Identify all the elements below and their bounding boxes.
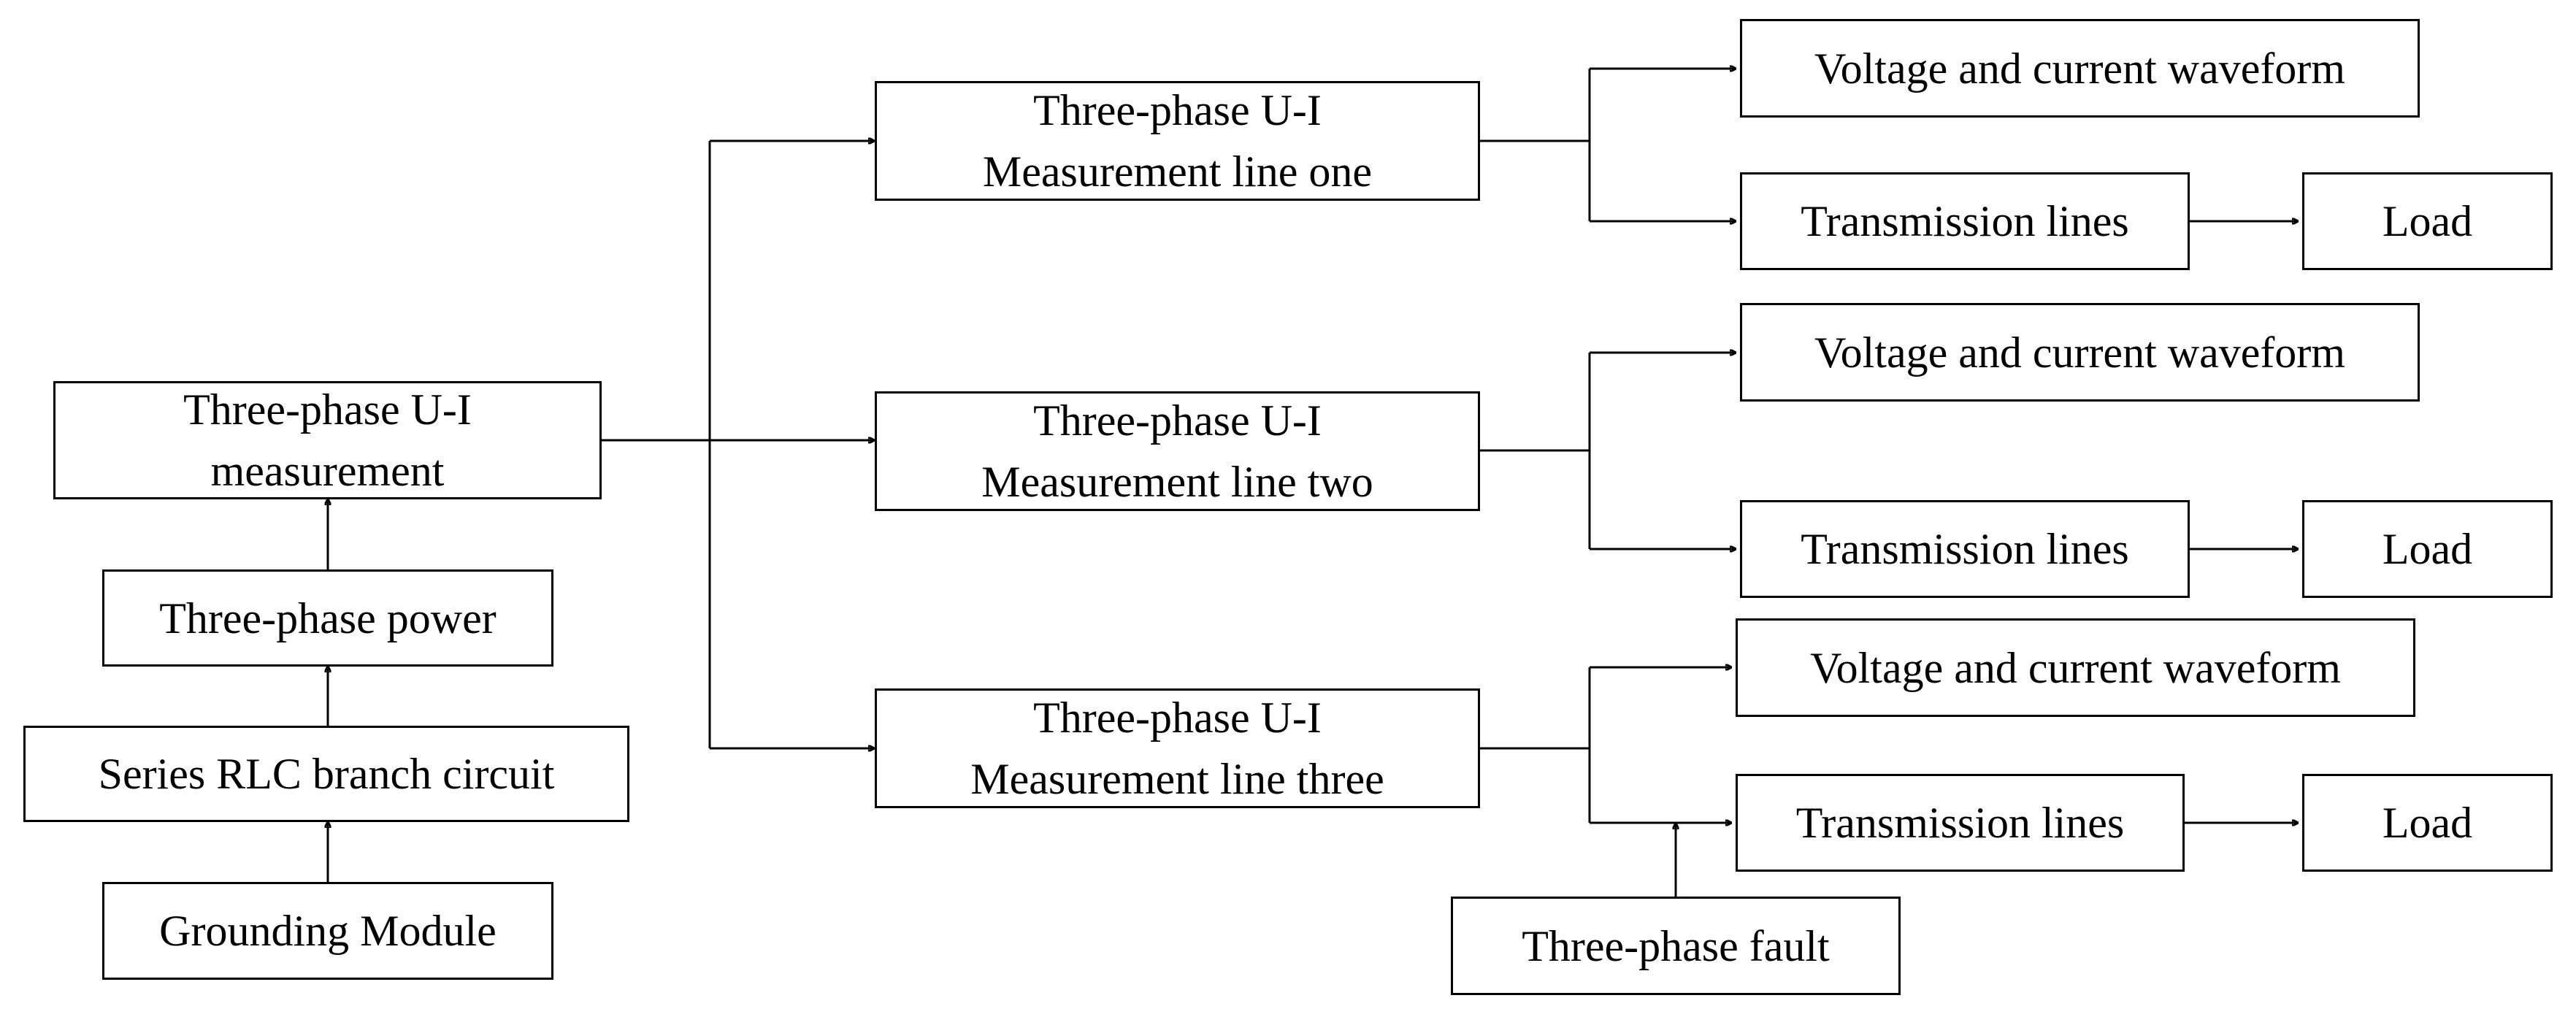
load-box-1: Load <box>2302 172 2553 270</box>
waveform-label-1: Voltage and current waveform <box>1814 44 2345 93</box>
transmission-label-3: Transmission lines <box>1795 799 2125 847</box>
load-label-3: Load <box>2382 799 2473 847</box>
line-one-label-line2: Measurement line one <box>982 147 1373 196</box>
line-three-label-line1: Three-phase U-I <box>1033 694 1322 742</box>
measurement-main-box: Three-phase U-I measurement <box>53 381 602 499</box>
line-three-box: Three-phase U-I Measurement line three <box>875 688 1480 808</box>
fault-label: Three-phase fault <box>1522 921 1830 970</box>
rlc-box: Series RLC branch circuit <box>23 726 629 822</box>
transmission-box-2: Transmission lines <box>1740 500 2190 598</box>
waveform-box-1: Voltage and current waveform <box>1740 19 2420 118</box>
waveform-box-2: Voltage and current waveform <box>1740 303 2420 402</box>
measurement-main-label-line2: measurement <box>210 447 445 495</box>
power-box: Three-phase power <box>102 569 553 667</box>
line-two-label-line2: Measurement line two <box>981 458 1373 506</box>
grounding-label: Grounding Module <box>159 907 497 955</box>
transmission-label-2: Transmission lines <box>1801 525 2129 573</box>
grounding-box: Grounding Module <box>102 882 553 980</box>
load-label-2: Load <box>2382 525 2473 573</box>
waveform-label-2: Voltage and current waveform <box>1814 328 2345 377</box>
rlc-label: Series RLC branch circuit <box>98 750 555 798</box>
waveform-box-3: Voltage and current waveform <box>1736 618 2415 717</box>
waveform-label-3: Voltage and current waveform <box>1810 643 2341 692</box>
line-two-label-line1: Three-phase U-I <box>1033 396 1322 445</box>
line-two-box: Three-phase U-I Measurement line two <box>875 391 1480 511</box>
transmission-box-3: Transmission lines <box>1736 774 2185 872</box>
load-box-2: Load <box>2302 500 2553 598</box>
power-label: Three-phase power <box>159 594 497 642</box>
load-label-1: Load <box>2382 197 2473 245</box>
measurement-main-label-line1: Three-phase U-I <box>183 385 472 434</box>
line-one-box: Three-phase U-I Measurement line one <box>875 81 1480 201</box>
fault-box: Three-phase fault <box>1451 897 1901 995</box>
transmission-box-1: Transmission lines <box>1740 172 2190 270</box>
line-one-label-line1: Three-phase U-I <box>1033 86 1322 134</box>
transmission-label-1: Transmission lines <box>1801 197 2129 245</box>
load-box-3: Load <box>2302 774 2553 872</box>
line-three-label-line2: Measurement line three <box>970 755 1384 803</box>
